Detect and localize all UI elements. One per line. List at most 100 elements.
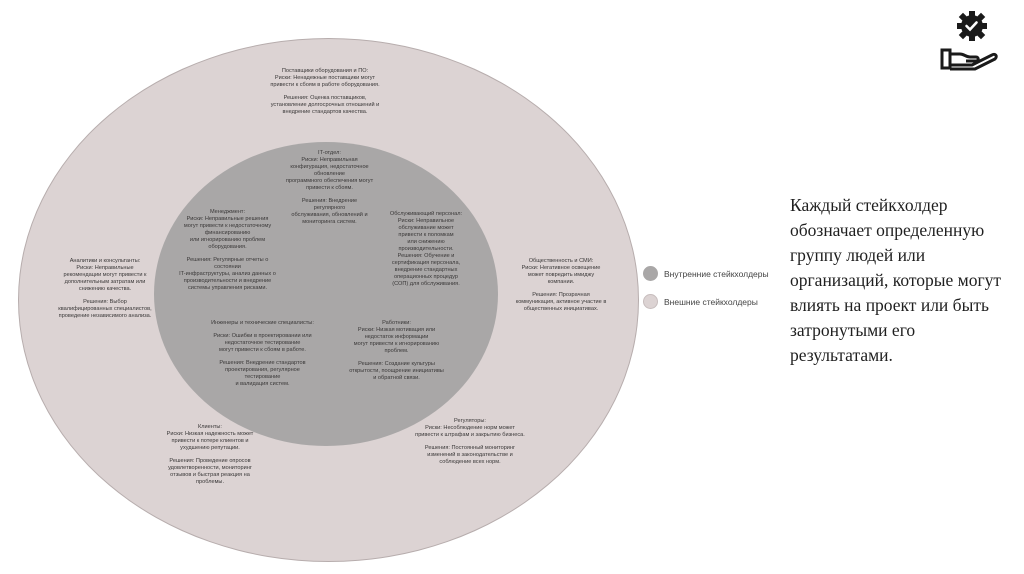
block-line: привести к сбоям. <box>306 185 353 191</box>
block-line: могут привести к игнорированию <box>353 341 440 347</box>
block-line: Риски: Низкая надежность может <box>166 431 254 437</box>
block-line: обслуживания, обновлений и <box>291 212 368 218</box>
block-line: привести к потере клиентов и <box>171 438 249 444</box>
block-line: Риски: Ненадежные поставщики могут <box>274 75 376 81</box>
block-line: Решения: Оценка поставщиков, <box>283 95 367 101</box>
block-line: открытости, поощрение инициативы <box>349 368 444 374</box>
block-line: привести к поломкам <box>398 232 454 238</box>
legend-label-external: Внешние стейкхолдеры <box>664 296 758 307</box>
block-line: привести к штрафам и закрытию бизнеса. <box>415 432 525 438</box>
stakeholder-block-public: Общественность и СМИ:Риски: Негативное о… <box>506 258 616 313</box>
block-line: отзывов и быстрая реакция на <box>170 472 250 478</box>
block-line: внедрение стандартов качества. <box>282 109 368 115</box>
block-line: IT-инфраструктуры, анализ данных о <box>179 271 276 277</box>
block-line: удовлетворенности, мониторинг <box>168 465 252 471</box>
block-line: общественных инициативах. <box>523 306 599 312</box>
block-line: Регуляторы: <box>454 418 486 424</box>
block-line: дополнительным затратам или <box>64 279 146 285</box>
block-line: могут привести к сбоям в работе. <box>219 347 306 353</box>
block-line: Риски: Несоблюдение норм может <box>425 425 515 431</box>
block-line: Решения: Выбор <box>83 299 127 305</box>
block-line: программного обеспечения могут <box>285 178 374 184</box>
block-line: Решения: Проведение опросов <box>169 458 251 464</box>
stakeholder-block-suppliers: Поставщики оборудования и ПО:Риски: Нена… <box>245 68 405 116</box>
block-line: обслуживание может <box>398 225 454 231</box>
block-line: мониторинга систем. <box>302 219 357 225</box>
stakeholder-block-regulators: Регуляторы:Риски: Несоблюдение норм може… <box>405 418 535 466</box>
block-line: Риски: Неправильные решения <box>186 216 269 222</box>
block-line: производительности. <box>398 246 454 252</box>
block-line: IT-отдел: <box>318 150 341 156</box>
gear-hand-icon <box>938 8 1002 72</box>
legend: Внутренние стейкхолдеры Внешние стейкхол… <box>643 266 769 322</box>
block-line: Решения: Прозрачная <box>532 292 590 298</box>
block-line: (СОП) для обслуживания. <box>392 281 460 287</box>
block-line: Решения: Обучение и <box>397 253 455 259</box>
stakeholder-block-service: Обслуживающий персонал:Риски: Неправильн… <box>376 211 476 288</box>
block-line: Общественность и СМИ: <box>528 258 594 264</box>
block-line: Риски: Низкая мотивация или <box>357 327 436 333</box>
block-line: Решения: Постоянный мониторинг <box>424 445 516 451</box>
block-line: проблемы. <box>196 479 224 485</box>
block-line: проблем. <box>384 348 409 354</box>
block-line: коммуникация, активное участие в <box>515 299 607 305</box>
legend-item-internal: Внутренние стейкхолдеры <box>643 266 769 281</box>
block-line: соблюдение всех норм. <box>439 459 501 465</box>
block-line: недостаток информации <box>364 334 429 340</box>
stakeholder-block-analysts: Аналитики и консультанты:Риски: Неправил… <box>45 258 165 320</box>
block-line: и обратной связи. <box>373 375 420 381</box>
description-text: Каждый стейкхолдер обозначает определенн… <box>790 195 1002 365</box>
block-line: Риски: Неправильное <box>397 218 455 224</box>
block-line: Обслуживающий персонал: <box>389 211 463 217</box>
block-line: конфигурация, недостаточное <box>290 164 369 170</box>
block-line: недостаточное тестирование <box>224 340 301 346</box>
block-line: изменений в законодательстве и <box>427 452 513 458</box>
block-line: Поставщики оборудования и ПО: <box>281 68 369 74</box>
block-line: проведение независимого анализа. <box>58 313 152 319</box>
legend-label-internal: Внутренние стейкхолдеры <box>664 268 769 279</box>
block-line: Решения: Внедрение <box>301 198 358 204</box>
block-line: установление долгосрочных отношений и <box>270 102 380 108</box>
block-line: внедрение стандартных <box>394 267 458 273</box>
block-line: проектирования, регулярное <box>225 367 300 373</box>
legend-swatch-external <box>643 294 658 309</box>
internal-stakeholders-circle <box>154 142 498 446</box>
block-line: Решения: Регулярные отчеты о <box>186 257 269 263</box>
legend-item-external: Внешние стейкхолдеры <box>643 294 769 309</box>
block-line: состоянии <box>214 264 241 270</box>
block-line: финансированию <box>204 230 251 236</box>
block-line: сертификация персонала, <box>391 260 461 266</box>
block-line: обновление <box>313 171 346 177</box>
block-line: Риски: Неправильные <box>76 265 134 271</box>
legend-swatch-internal <box>643 266 658 281</box>
block-line: привести к сбоям в работе оборудования. <box>270 82 380 88</box>
block-line: может повредить имиджу <box>527 272 595 278</box>
block-line: квалифицированных специалистов, <box>58 306 152 312</box>
block-line: Клиенты: <box>198 424 222 430</box>
stakeholder-block-engineers: Инженеры и технические специалисты: Риски… <box>190 320 335 388</box>
block-line: Риски: Ошибки в проектировании или <box>213 333 312 339</box>
block-line: Инженеры и технические специалисты: <box>211 320 314 326</box>
block-line: Решения: Внедрение стандартов <box>219 360 306 366</box>
block-line: или игнорированию проблем <box>189 237 266 243</box>
block-line: рекомендации могут привести к <box>63 272 147 278</box>
block-line: и валидация систем. <box>235 381 290 387</box>
block-line: Риски: Неправильная <box>301 157 358 163</box>
block-line: оборудования. <box>208 244 247 250</box>
block-line: Работники: <box>382 320 411 326</box>
block-line: тестирование <box>244 374 281 380</box>
block-line: Менеджмент: <box>209 209 246 215</box>
block-line: производительности и внедрение <box>183 278 272 284</box>
block-line: регулярного <box>313 205 346 211</box>
block-line: снижению качества. <box>78 286 132 292</box>
block-line: Риски: Негативное освещение <box>521 265 601 271</box>
block-line: или снижению <box>407 239 445 245</box>
block-line: операционных процедур <box>394 274 458 280</box>
block-line: могут привести к недостаточному <box>183 223 272 229</box>
block-line: Аналитики и консультанты: <box>69 258 141 264</box>
